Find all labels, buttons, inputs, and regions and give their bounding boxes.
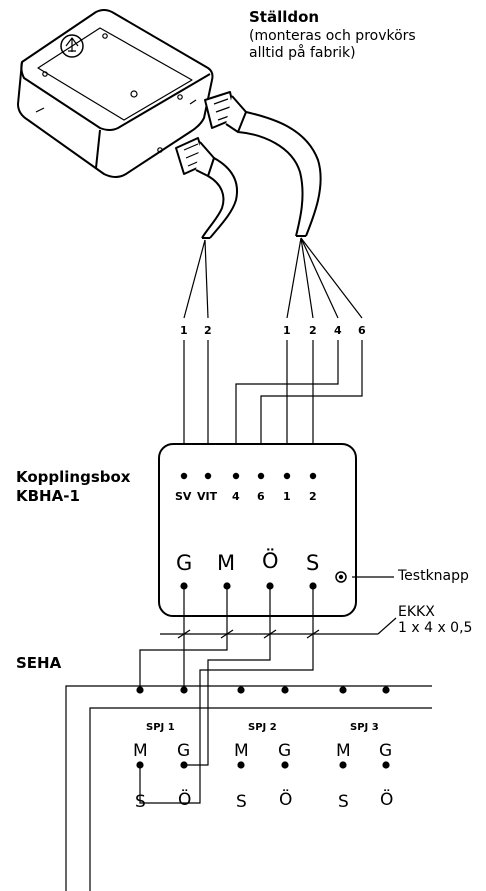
cable-spec-line2: 1 x 4 x 0,5 bbox=[398, 620, 473, 636]
terminal-label-6: 6 bbox=[257, 490, 265, 503]
output-label-o: Ö bbox=[262, 549, 279, 573]
spj-group-title: SPJ 2 bbox=[248, 722, 277, 733]
spj-label-m: M bbox=[133, 741, 148, 761]
seha-bus-lines bbox=[65, 685, 432, 891]
ekkx-cable-marker bbox=[160, 617, 397, 639]
spj-label-o: Ö bbox=[279, 790, 293, 810]
spj-label-o: Ö bbox=[380, 790, 394, 810]
spj-label-s: S bbox=[135, 792, 146, 812]
spj-label-s: S bbox=[338, 792, 349, 812]
terminal-dots bbox=[180, 472, 317, 590]
junction-box bbox=[158, 443, 357, 617]
spj-group-title: SPJ 3 bbox=[350, 722, 379, 733]
output-label-s: S bbox=[306, 551, 320, 575]
left-wire-1: 1 bbox=[180, 324, 188, 337]
cable-spec-line1: EKKX bbox=[398, 604, 435, 620]
cable-right bbox=[237, 111, 322, 237]
terminal-label-2: 2 bbox=[309, 490, 317, 503]
test-button-icon bbox=[335, 571, 394, 583]
output-label-g: G bbox=[176, 551, 193, 575]
cable-fanout-lines bbox=[183, 237, 363, 319]
actuator-note-line1: (monteras och provkörs bbox=[249, 28, 416, 44]
spj-label-m: M bbox=[336, 741, 351, 761]
box-output-wires bbox=[139, 586, 314, 804]
box-title-line1: Kopplingsbox bbox=[16, 468, 131, 486]
actuator-note-line2: alltid på fabrik) bbox=[249, 45, 356, 61]
right-wire-1: 1 bbox=[283, 324, 291, 337]
terminal-label-1: 1 bbox=[283, 490, 291, 503]
seha-title: SEHA bbox=[16, 654, 62, 672]
right-wire-4: 4 bbox=[334, 324, 342, 337]
spj-label-g: G bbox=[379, 741, 393, 761]
spj-label-s: S bbox=[236, 792, 247, 812]
box-title-line2: KBHA-1 bbox=[16, 487, 80, 505]
right-wire-2: 2 bbox=[309, 324, 317, 337]
terminal-label-sv: SV bbox=[175, 490, 192, 503]
seha-terminal-dots bbox=[136, 686, 390, 769]
spj-group-title: SPJ 1 bbox=[146, 722, 175, 733]
spj-label-o: Ö bbox=[178, 790, 192, 810]
terminal-label-4: 4 bbox=[232, 490, 240, 503]
terminal-label-vit: VIT bbox=[197, 490, 218, 503]
right-wire-6: 6 bbox=[358, 324, 366, 337]
spj-label-g: G bbox=[278, 741, 292, 761]
actuator-drawing bbox=[17, 9, 247, 178]
spj-label-m: M bbox=[234, 741, 249, 761]
spj-label-g: G bbox=[177, 741, 191, 761]
left-wire-2: 2 bbox=[204, 324, 212, 337]
cable-left bbox=[201, 157, 238, 239]
output-label-m: M bbox=[217, 551, 236, 575]
actuator-title: Ställdon bbox=[249, 8, 320, 26]
test-button-label: Testknapp bbox=[398, 568, 469, 584]
